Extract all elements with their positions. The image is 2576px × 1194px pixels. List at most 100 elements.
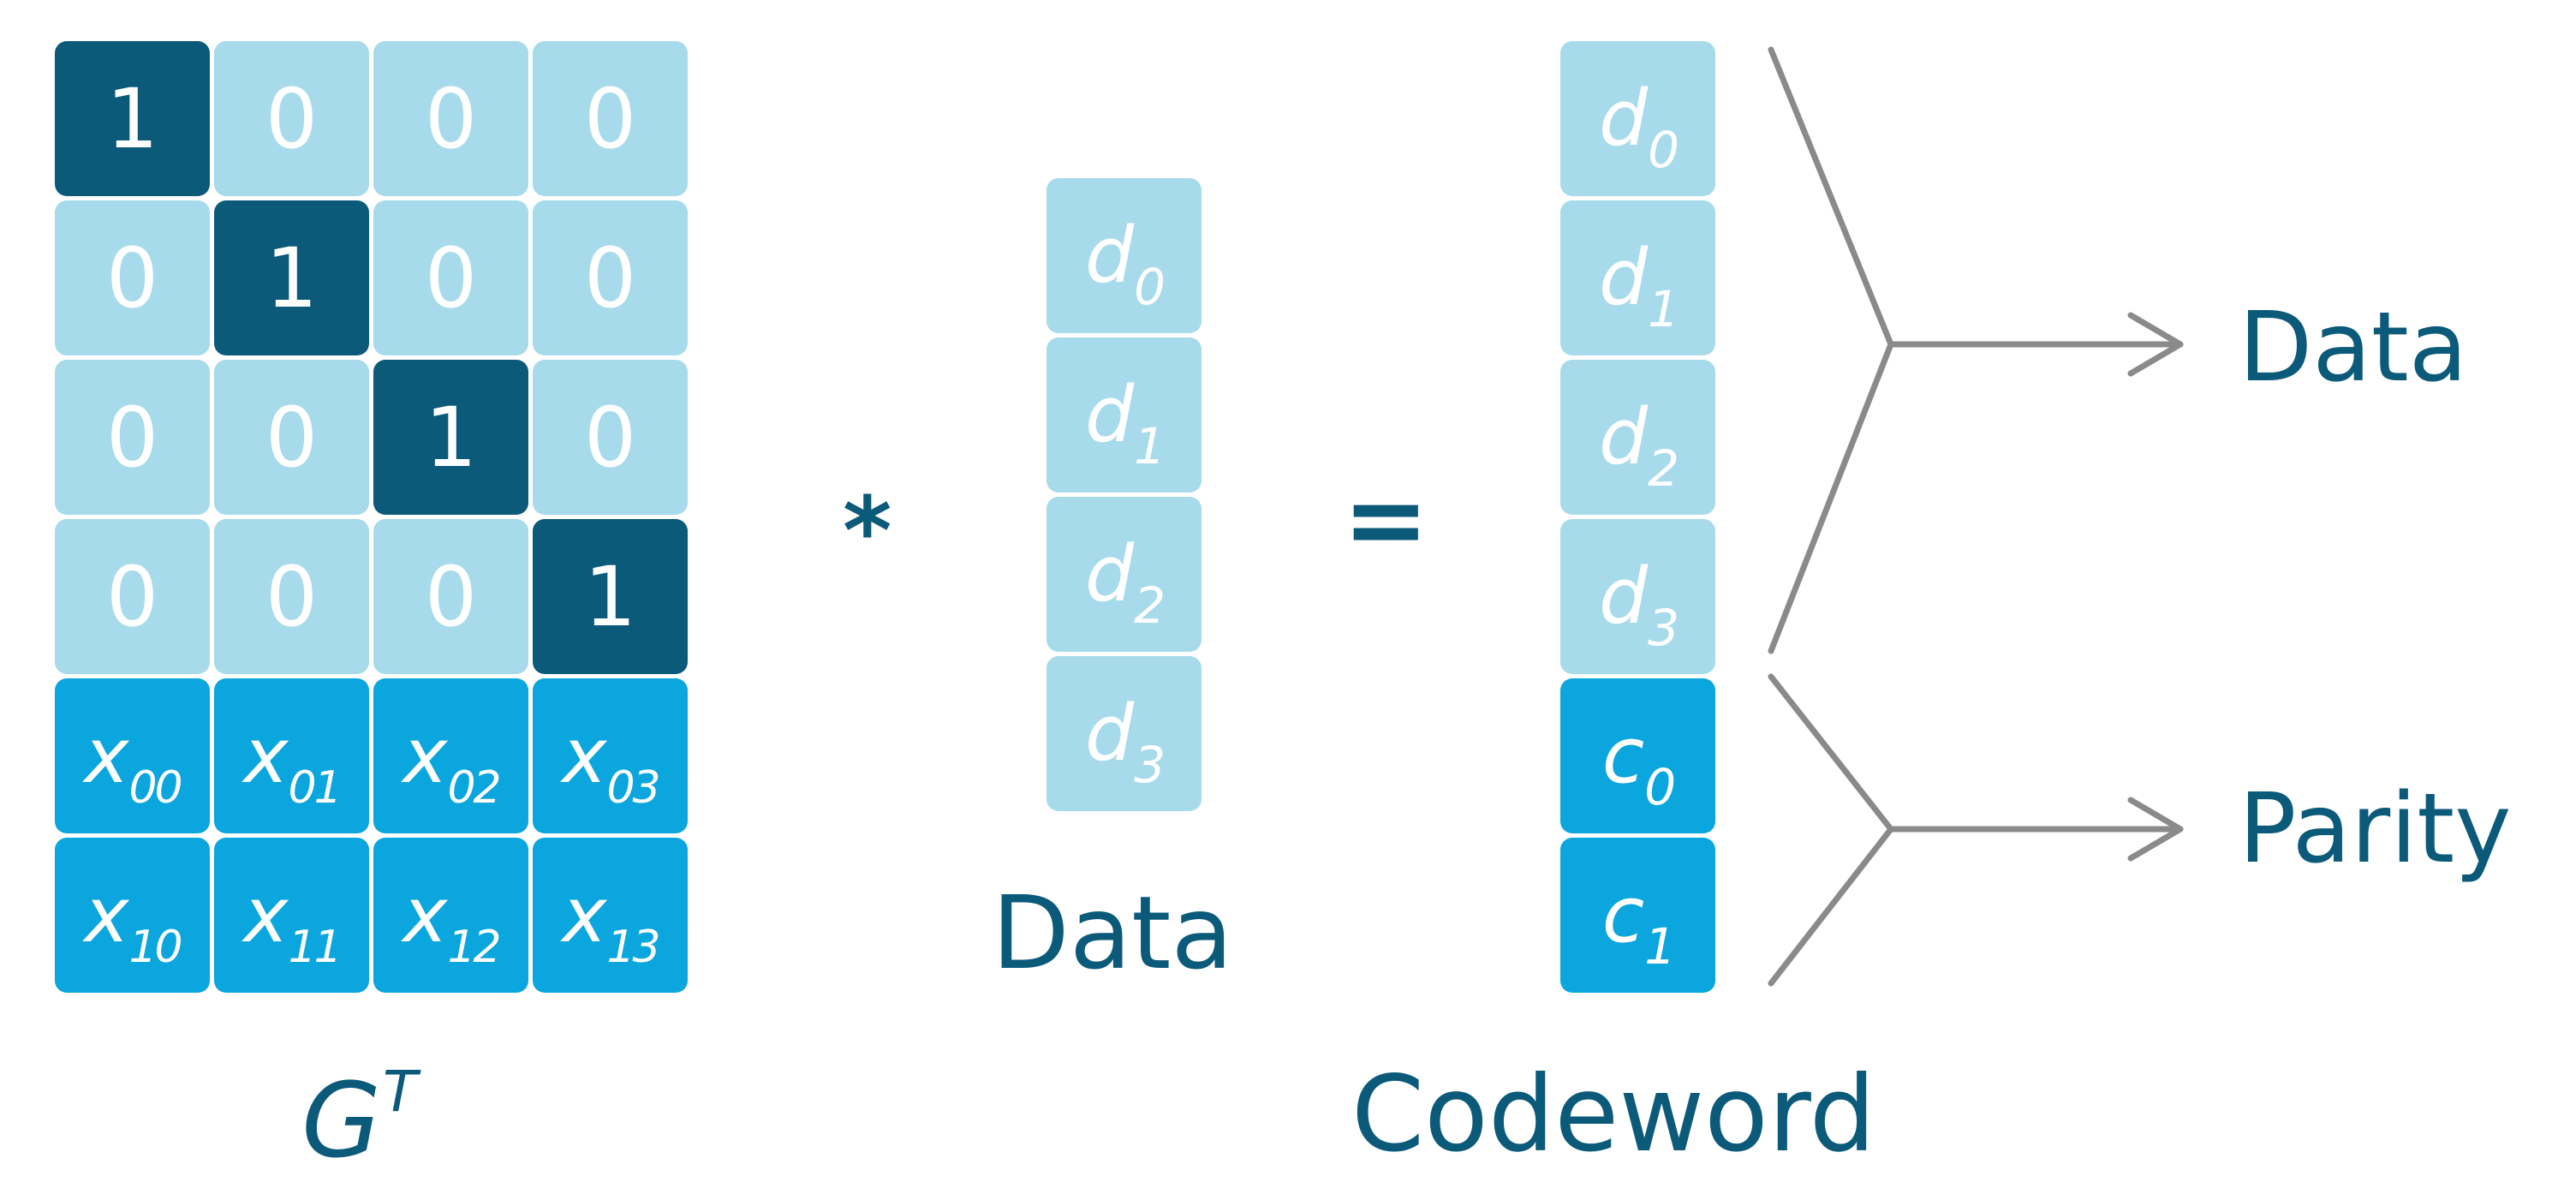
matrix-parity-cell-subscript: 10 (128, 921, 182, 973)
matrix-parity-cell: x11 (214, 838, 369, 993)
matrix-label: GT (301, 1064, 417, 1173)
matrix-parity-cell-symbol: x03 (562, 718, 660, 810)
codeword-parity-cell-subscript: 1 (1644, 916, 1676, 976)
codeword-data-cell-symbol: d2 (1599, 398, 1679, 493)
matrix-label-sup: T (383, 1059, 418, 1125)
data-arrow-head (2127, 312, 2184, 377)
matrix-parity-cell-subscript: 12 (447, 921, 501, 973)
data-vector-cell-subscript: 1 (1134, 416, 1166, 475)
matrix-cell-value: 0 (424, 70, 478, 167)
matrix-cell-value: 0 (105, 548, 159, 645)
matrix-parity-cell: x13 (533, 838, 688, 993)
matrix-parity-cell-symbol: x00 (84, 718, 182, 810)
matrix-parity-cell-base: x (84, 711, 128, 800)
codeword-parity-cell-symbol: c0 (1602, 717, 1676, 812)
matrix-parity-cell-base: x (84, 870, 128, 959)
codeword-data-cell-base: d (1598, 73, 1648, 164)
matrix-parity-cell-base: x (562, 711, 606, 800)
data-vector-cell: d3 (1046, 656, 1202, 811)
matrix-parity-cell-symbol: x02 (402, 718, 501, 810)
matrix-cell: 0 (533, 360, 688, 515)
matrix-cell: 0 (55, 519, 210, 674)
codeword-parity-cell-symbol: c1 (1602, 876, 1676, 971)
equals-operator: = (1343, 461, 1429, 580)
matrix-parity-cell: x01 (214, 678, 369, 833)
codeword-data-cell-symbol: d0 (1599, 80, 1679, 175)
matrix-cell-value: 0 (583, 230, 637, 326)
data-vector-cell-base: d (1084, 528, 1134, 619)
codeword-data-cell-base: d (1598, 232, 1648, 323)
matrix-parity-cell-base: x (243, 711, 288, 800)
data-vector-cell: d2 (1046, 497, 1202, 652)
data-vector-cell-subscript: 0 (1134, 257, 1166, 316)
matrix-parity-cell: x03 (533, 678, 688, 833)
matrix-cell: 0 (214, 360, 369, 515)
matrix-cell-value: 1 (583, 548, 637, 645)
matrix-cell: 0 (373, 519, 528, 674)
data-vector-cell-base: d (1084, 369, 1134, 460)
matrix-cell: 0 (373, 200, 528, 355)
data-vector-cell-symbol: d2 (1085, 535, 1166, 630)
matrix-cell: 0 (214, 519, 369, 674)
data-vector-cell-subscript: 3 (1134, 735, 1166, 794)
matrix-parity-cell: x12 (373, 838, 528, 993)
matrix-parity-cell-subscript: 00 (128, 761, 182, 814)
matrix-cell-value: 0 (105, 389, 159, 486)
matrix-cell-value: 1 (265, 230, 319, 326)
matrix-parity-cell-base: x (402, 870, 447, 959)
data-vector-cell: d0 (1046, 178, 1202, 333)
codeword-parity-cell-base: c (1601, 869, 1645, 960)
matrix-parity-cell: x00 (55, 678, 210, 833)
matrix-parity-cell-subscript: 13 (606, 921, 660, 973)
multiply-operator: * (843, 476, 892, 586)
codeword-data-cell-symbol: d1 (1599, 239, 1679, 334)
matrix-parity-cell-symbol: x11 (243, 877, 342, 970)
matrix-parity-cell: x10 (55, 838, 210, 993)
matrix-cell: 0 (55, 360, 210, 515)
matrix-cell: 1 (55, 41, 210, 196)
data-vector-label: Data (992, 874, 1233, 992)
matrix-cell-value: 0 (424, 230, 478, 326)
matrix-cell-value: 0 (265, 389, 319, 486)
matrix-cell-value: 0 (105, 230, 159, 326)
matrix-parity-cell-base: x (562, 870, 606, 959)
parity-bracket (1768, 673, 1894, 987)
data-vector-cell: d1 (1046, 337, 1202, 493)
matrix-parity-cell-subscript: 01 (288, 761, 342, 814)
codeword-data-cell-base: d (1598, 391, 1648, 482)
codeword-data-cell: d2 (1560, 360, 1715, 515)
matrix-parity-cell-subscript: 03 (606, 761, 660, 814)
matrix-parity-cell-symbol: x01 (243, 718, 342, 810)
codeword-data-cell-subscript: 0 (1648, 120, 1679, 179)
codeword-data-cell: d1 (1560, 200, 1715, 355)
matrix-cell: 1 (533, 519, 688, 674)
data-vector-cell-symbol: d3 (1085, 695, 1166, 790)
matrix-cell: 0 (55, 200, 210, 355)
matrix-cell: 1 (214, 200, 369, 355)
matrix-parity-cell-subscript: 02 (447, 761, 501, 814)
codeword-data-cell-base: d (1598, 551, 1648, 642)
data-vector-cell-symbol: d1 (1085, 376, 1166, 471)
matrix-parity-cell-symbol: x13 (562, 877, 660, 970)
matrix-cell-value: 1 (424, 389, 478, 486)
matrix-cell: 0 (533, 200, 688, 355)
data-vector-cell-base: d (1084, 210, 1134, 301)
matrix-cell: 0 (533, 41, 688, 196)
matrix-parity-cell-subscript: 11 (288, 921, 342, 973)
codeword-parity-cell-subscript: 0 (1644, 757, 1676, 816)
matrix-cell: 0 (373, 41, 528, 196)
matrix-cell-value: 0 (424, 548, 478, 645)
codeword-data-cell-subscript: 3 (1648, 598, 1679, 657)
output-data-label: Data (2239, 292, 2468, 403)
parity-arrow-head (2127, 797, 2184, 862)
matrix-cell-value: 1 (105, 70, 159, 167)
codeword-parity-cell: c1 (1560, 838, 1715, 993)
matrix-cell-value: 0 (583, 70, 637, 167)
matrix-parity-cell-base: x (243, 870, 288, 959)
codeword-data-cell-subscript: 2 (1648, 439, 1679, 498)
codeword-data-cell: d3 (1560, 519, 1715, 674)
matrix-parity-cell: x02 (373, 678, 528, 833)
data-vector-cell-subscript: 2 (1134, 576, 1166, 635)
codeword-parity-cell: c0 (1560, 678, 1715, 833)
